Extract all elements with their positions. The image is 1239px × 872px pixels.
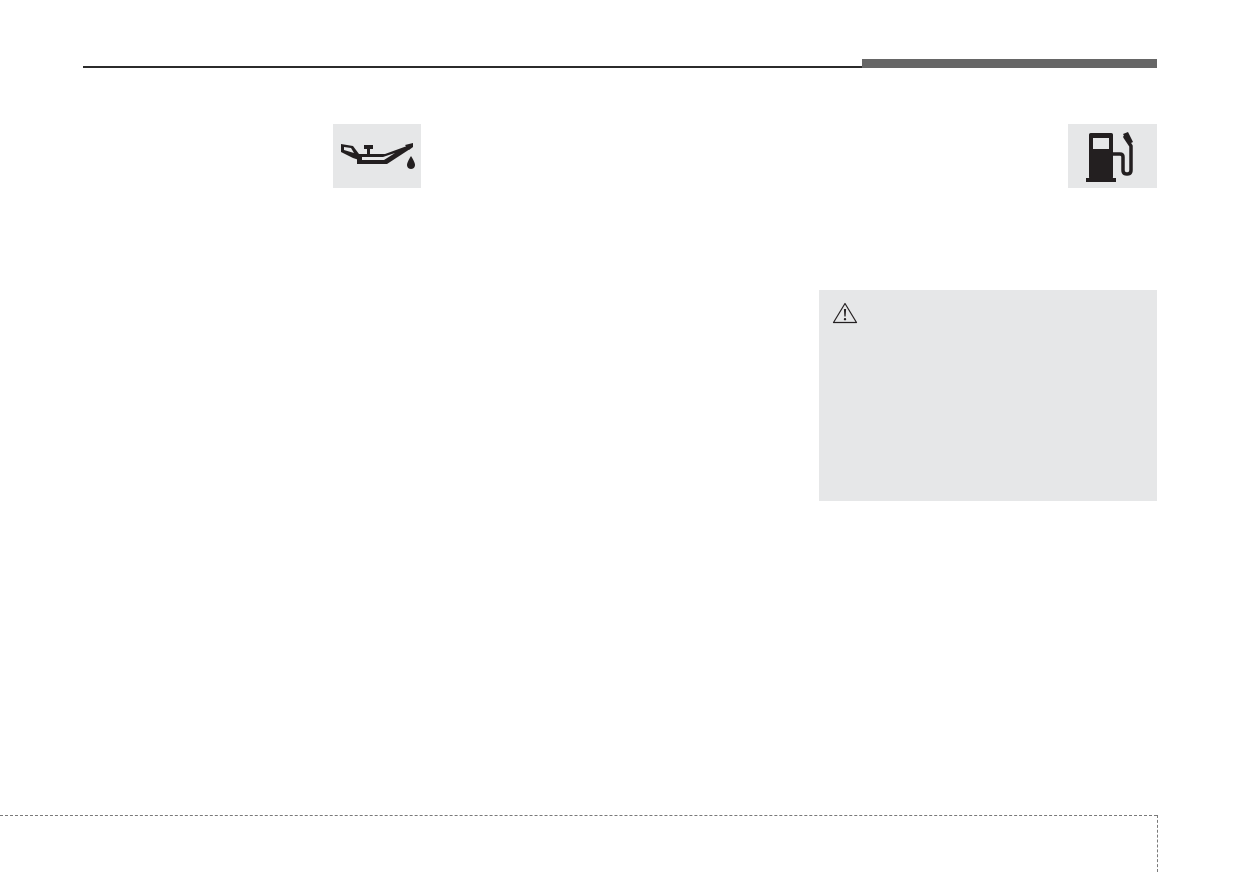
fuel-pump-icon [1086,132,1133,182]
header-section-tab [862,59,1157,68]
low-fuel-warning-panel [1068,124,1157,188]
footer-rule [0,815,1157,816]
footer-page-tick [1157,815,1158,872]
oil-pressure-warning-panel [333,124,421,188]
caution-box [819,290,1157,501]
warning-triangle-icon [832,302,858,324]
header-rule [83,66,863,68]
oil-can-icon [341,143,415,169]
